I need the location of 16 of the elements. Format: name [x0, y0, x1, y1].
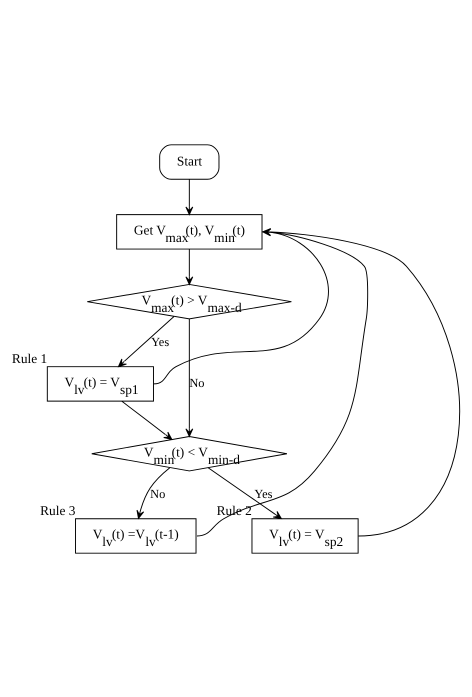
arrow	[153, 228, 329, 384]
edge-label: Yes	[254, 486, 272, 501]
arrow	[208, 466, 282, 519]
node-label: Rule 1	[12, 350, 48, 366]
node-box: Start	[159, 144, 220, 180]
arrow	[196, 228, 368, 536]
arrow	[118, 316, 174, 367]
arrow	[262, 228, 460, 536]
arrow	[185, 248, 194, 284]
arrow	[136, 466, 170, 518]
edge-label: Yes	[151, 334, 170, 349]
arrow	[185, 178, 194, 215]
arrow	[121, 400, 172, 440]
arrow	[185, 318, 194, 436]
node-label: Rule 3	[40, 502, 76, 518]
edge-label: No	[150, 486, 166, 501]
